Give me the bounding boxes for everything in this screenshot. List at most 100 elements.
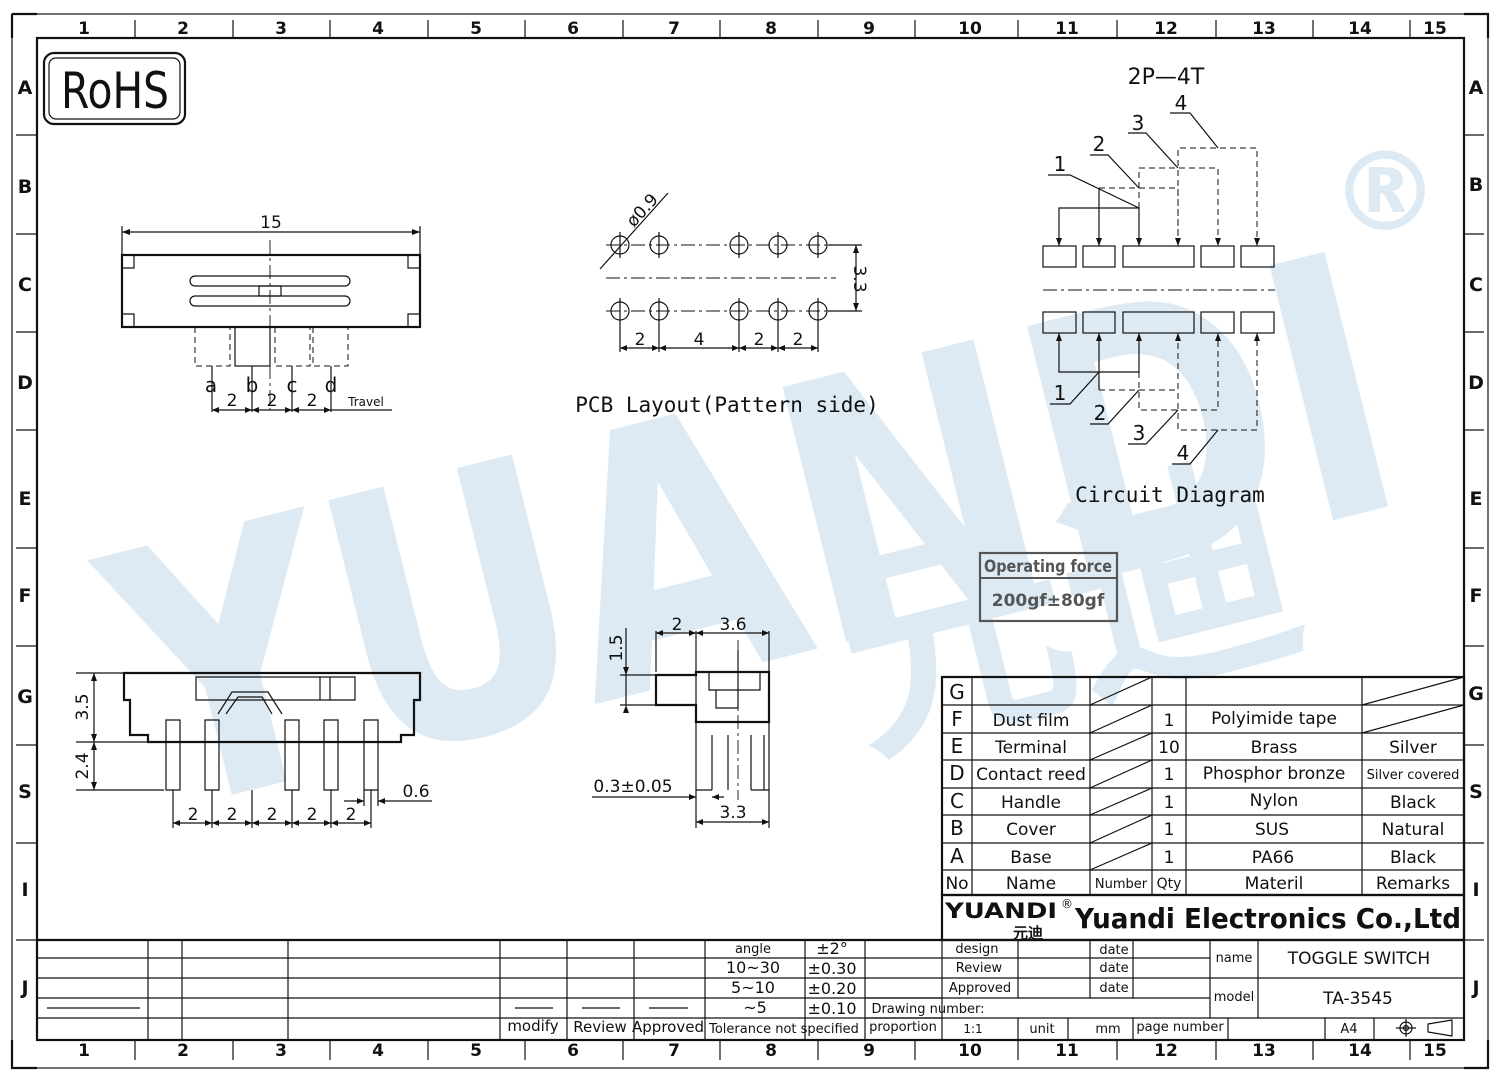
bom-header-material: Materil: [1245, 874, 1304, 894]
row-label: D: [1468, 372, 1484, 394]
col-label: 10: [958, 1041, 982, 1061]
bottom-grid: modify Review Approved angle ±2° 10~30 ±…: [37, 938, 1464, 1040]
col-label: 13: [1252, 1041, 1276, 1061]
bom-material: Brass: [1251, 738, 1298, 758]
col-label: 7: [668, 1041, 680, 1061]
circuit-pos-bottom: 1: [1054, 381, 1067, 405]
side-view: 3.5 2.4 0.6 2 2 2 2 2: [73, 671, 432, 828]
end-view: 2 3.6 1.5 0.3±0.05 3.3: [592, 615, 771, 828]
bom-no: A: [950, 844, 964, 868]
row-ticks: [16, 134, 1484, 941]
revision-modify: modify: [507, 1017, 558, 1035]
col-label: 10: [958, 19, 982, 39]
travel-label: Travel: [347, 395, 384, 409]
bom-material: Nylon: [1250, 791, 1299, 811]
col-label: 1: [78, 1041, 90, 1061]
bom-remarks: Silver covered: [1367, 768, 1460, 783]
bom-qty: 1: [1164, 848, 1175, 868]
bom-row: D Contact reed 1 Phosphor bronze Silver …: [949, 761, 1459, 785]
pcb-holes: [610, 232, 828, 352]
travel-pitch: 2: [227, 391, 238, 411]
bom-material: Phosphor bronze: [1203, 764, 1346, 784]
bom-no: G: [949, 680, 965, 704]
tol-range: 5~10: [731, 978, 775, 997]
row-label: B: [1469, 174, 1483, 196]
tol-value: ±0.30: [807, 959, 856, 978]
bom-qty: 1: [1164, 820, 1175, 840]
bom-row: C Handle 1 Nylon Black: [950, 789, 1436, 813]
row-label: E: [19, 488, 32, 510]
col-label: 4: [372, 1041, 384, 1061]
side-pitch: 2: [307, 805, 318, 825]
bom-qty: 1: [1164, 711, 1175, 731]
bom-material: SUS: [1255, 820, 1289, 840]
travel-pitch: 2: [307, 391, 318, 411]
col-label: 11: [1055, 1041, 1079, 1061]
bom-name: Base: [1010, 848, 1051, 868]
watermark-registered: ®: [1330, 128, 1440, 256]
side-pitch: 2: [188, 805, 199, 825]
company-logo: YUANDI: [944, 899, 1057, 923]
bom-qty: 1: [1164, 793, 1175, 813]
side-pitch: 2: [267, 805, 278, 825]
approved-label: Approved: [949, 981, 1011, 996]
design-label: design: [955, 942, 998, 957]
bom-no: D: [949, 761, 964, 785]
bom-header-no: No: [945, 874, 968, 894]
side-pitch: 2: [346, 805, 357, 825]
bom-name: Cover: [1006, 820, 1056, 840]
tol-range: ~5: [743, 998, 767, 1017]
operating-force-value: 200gf±80gf: [992, 591, 1105, 611]
col-label: 14: [1348, 1041, 1372, 1061]
row-label: G: [1468, 683, 1484, 705]
unit-label: unit: [1029, 1022, 1054, 1037]
circuit-pos-top: 3: [1132, 111, 1145, 135]
pcb-spacing: 2: [793, 330, 804, 350]
inner-frame: [35, 36, 1466, 1042]
bom-remarks: Natural: [1382, 820, 1445, 840]
scale-value: 1:1: [963, 1022, 982, 1036]
circuit-pos-bottom: 3: [1133, 421, 1146, 445]
bom-remarks: Black: [1390, 793, 1436, 813]
col-label: 14: [1348, 19, 1372, 39]
col-label: 9: [863, 1041, 875, 1061]
tol-range: 10~30: [726, 958, 780, 977]
company-banner: YUANDI 元迪 ® Yuandi Electronics Co.,Ltd: [940, 893, 1466, 942]
row-labels-right: A B C D E F G S I J: [1468, 77, 1484, 999]
circuit-title: 2P—4T: [1128, 65, 1205, 90]
pcb-spacing: 4: [694, 330, 705, 350]
row-label: G: [17, 686, 33, 708]
position-b: b: [246, 373, 259, 397]
col-label: 15: [1423, 1041, 1447, 1061]
position-d: d: [325, 373, 338, 397]
position-c: c: [287, 373, 298, 397]
review-label: Review: [956, 961, 1003, 976]
bom-name: Contact reed: [976, 765, 1086, 785]
pcb-caption: PCB Layout(Pattern side): [575, 393, 878, 417]
tol-value: ±0.20: [807, 979, 856, 998]
row-label: C: [18, 274, 32, 296]
col-label: 15: [1423, 19, 1447, 39]
company-logo-cjk: 元迪: [1013, 924, 1043, 942]
row-label: J: [19, 977, 28, 999]
bom-remarks: Silver: [1389, 738, 1437, 758]
col-label: 11: [1055, 19, 1079, 39]
bom-qty: 1: [1164, 765, 1175, 785]
circuit-pos-top: 1: [1054, 152, 1067, 176]
bom-name: Dust film: [993, 711, 1070, 731]
company-logo-reg: ®: [1061, 897, 1073, 911]
bom-name: Handle: [1001, 793, 1061, 813]
col-label: 12: [1154, 19, 1178, 39]
circuit-pos-top: 4: [1175, 91, 1188, 115]
pcb-spacing: 2: [635, 330, 646, 350]
row-labels-left: A B C D E F G S I J: [17, 77, 33, 999]
col-label: 7: [668, 19, 680, 39]
dim-end-thickness: 0.3±0.05: [593, 777, 672, 797]
date-label: date: [1099, 981, 1128, 996]
col-label: 9: [863, 19, 875, 39]
tol-caption: Tolerance not specified: [708, 1022, 859, 1037]
col-label: 2: [177, 19, 189, 39]
bom-header-name: Name: [1006, 874, 1056, 894]
col-label: 1: [78, 19, 90, 39]
